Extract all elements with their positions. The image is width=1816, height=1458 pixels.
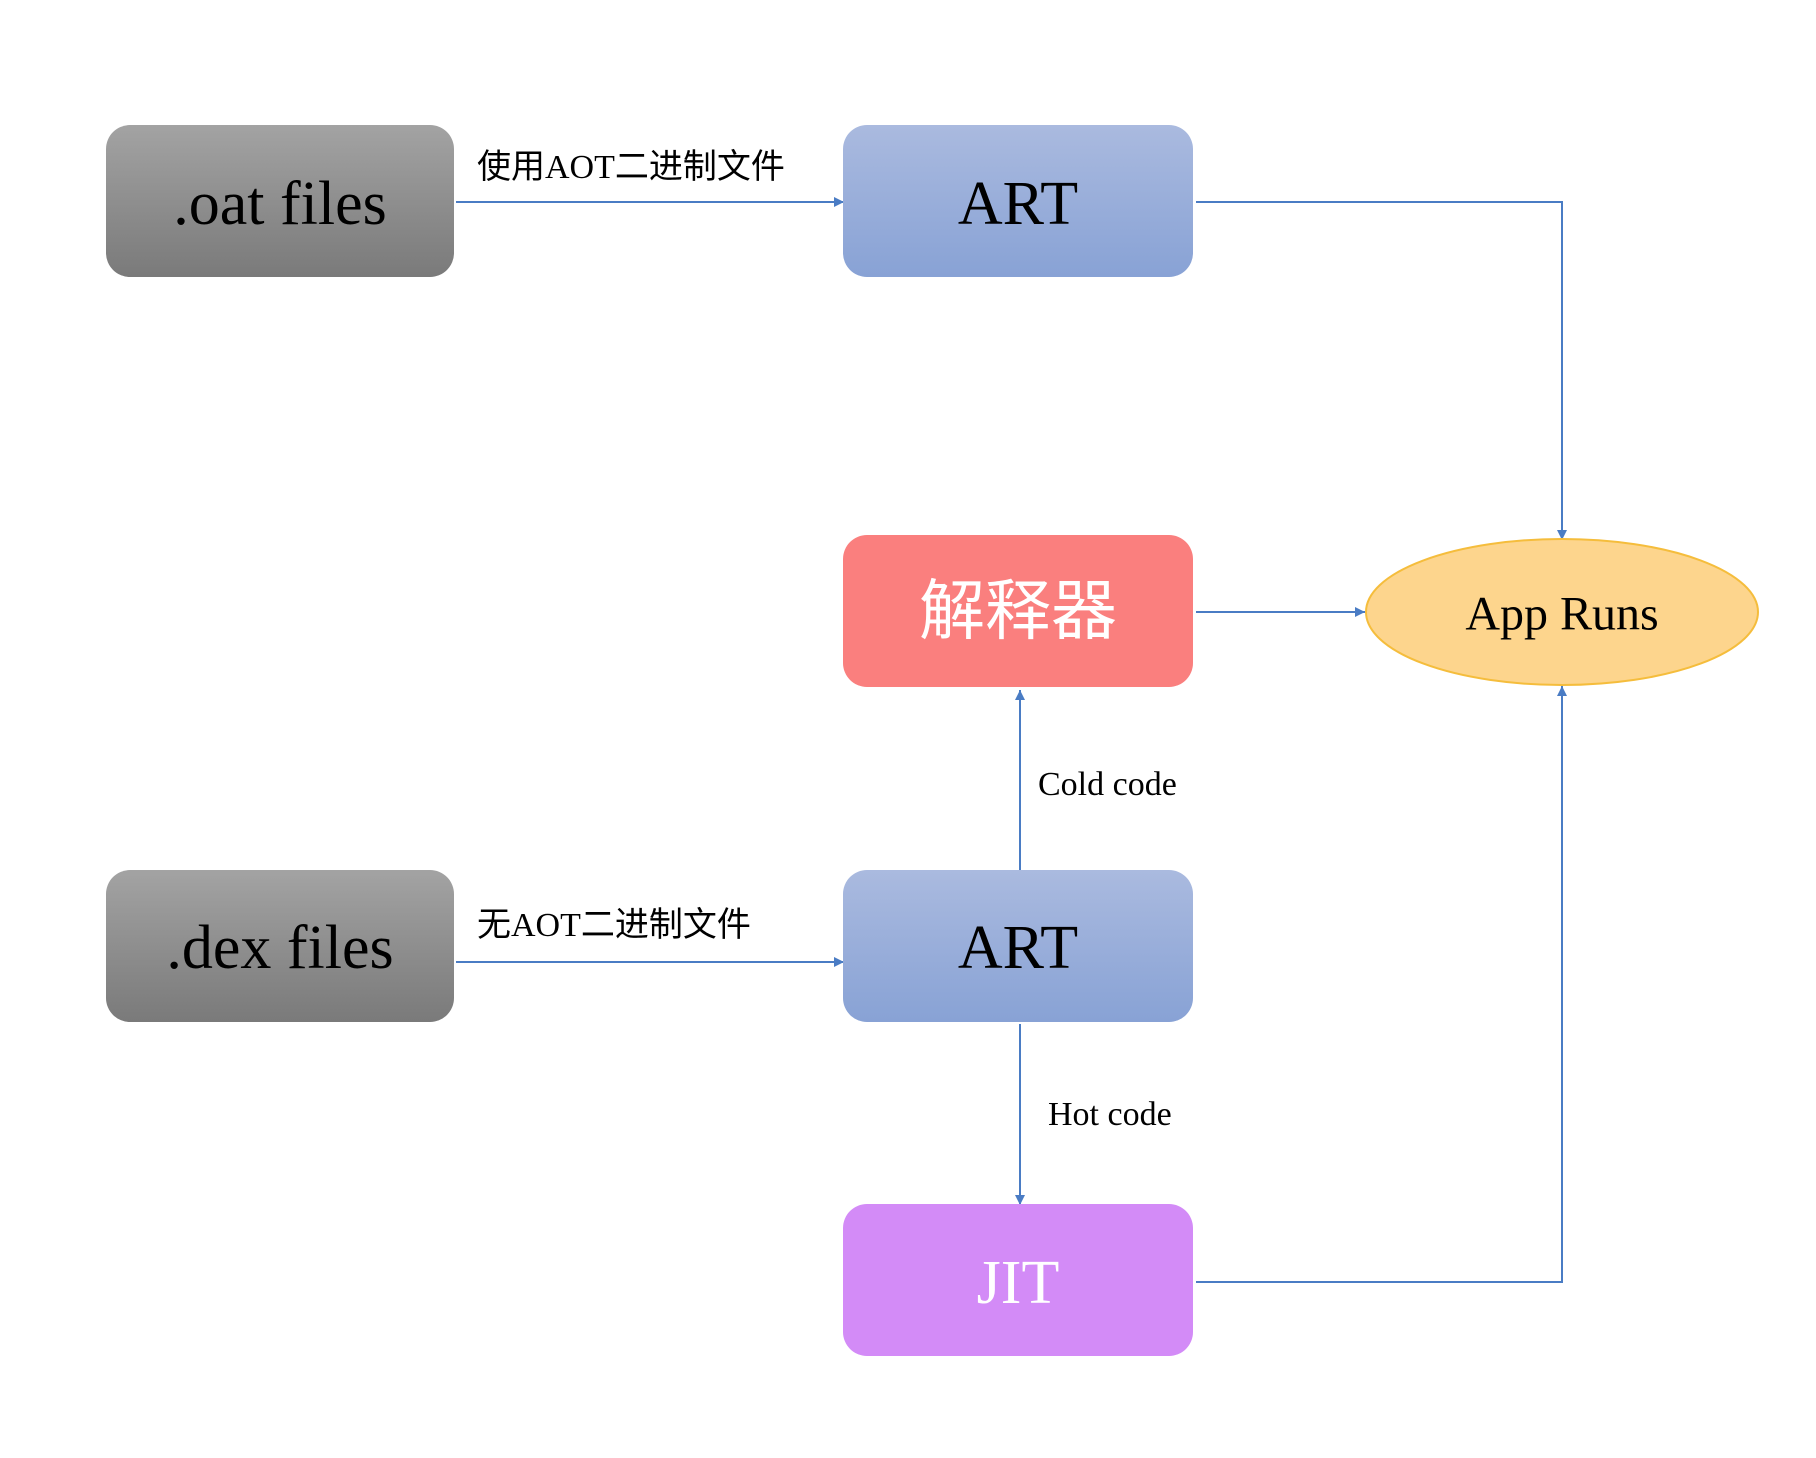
edges (456, 197, 1567, 1283)
node-art-top: ART (843, 125, 1193, 277)
node-dex-files-box (106, 870, 454, 1022)
node-app-runs-label: App Runs (1465, 588, 1658, 641)
node-jit: JIT (843, 1204, 1193, 1356)
node-art-top-box (843, 125, 1193, 277)
edge-label-cold-code: Cold code (1038, 766, 1177, 803)
node-interpreter-label: 解释器 (919, 576, 1117, 649)
edge-label-oat-to-art: 使用AOT二进制文件 (477, 148, 785, 186)
node-app-runs: App Runs (1365, 538, 1759, 686)
node-oat-files: .oat files (106, 125, 454, 277)
node-jit-box (843, 1204, 1193, 1356)
node-interpreter-box (843, 535, 1193, 687)
node-art-top-label: ART (958, 170, 1078, 238)
edge-label-dex-to-art: 无AOT二进制文件 (477, 906, 751, 944)
node-app-runs-ellipse (1365, 538, 1759, 686)
node-art-bottom-label: ART (958, 914, 1078, 982)
node-oat-files-label: .oat files (173, 170, 387, 238)
edge-art-top-to-app-runs (1196, 201, 1567, 540)
edge-label-hot-code: Hot code (1048, 1096, 1172, 1133)
node-art-bottom: ART (843, 870, 1193, 1022)
node-oat-files-box (106, 125, 454, 277)
node-dex-files-label: .dex files (166, 914, 393, 982)
edge-jit-to-app-runs (1196, 686, 1567, 1283)
node-art-bottom-box (843, 870, 1193, 1022)
node-jit-label: JIT (977, 1249, 1060, 1317)
node-interpreter: 解释器 (843, 535, 1193, 687)
node-dex-files: .dex files (106, 870, 454, 1022)
